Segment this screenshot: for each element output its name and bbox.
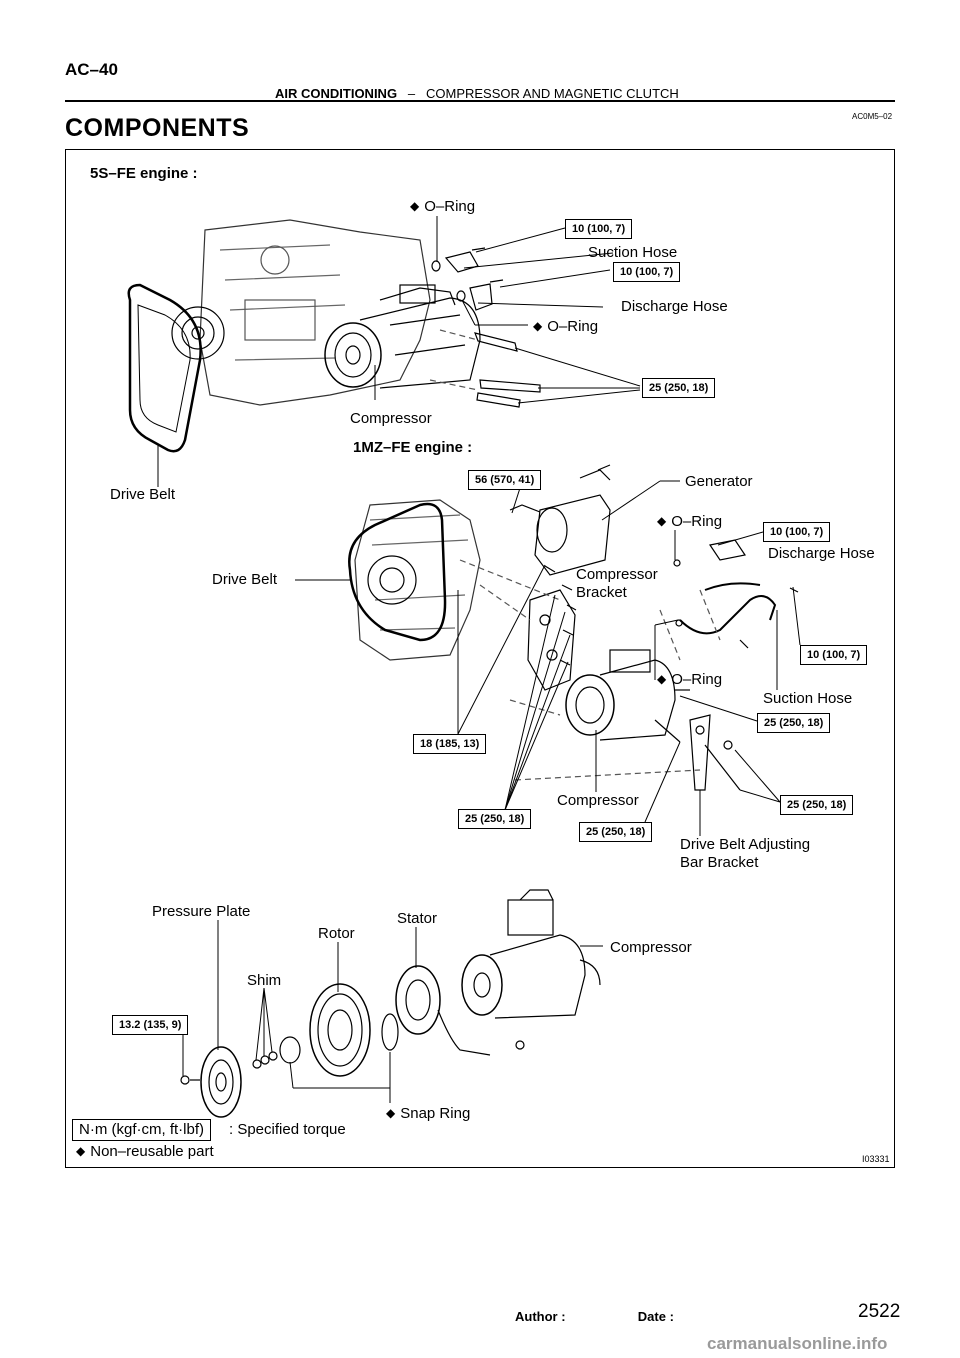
- section-main: AIR CONDITIONING: [275, 86, 398, 101]
- reference-code: AC0M5–02: [852, 112, 893, 121]
- drive-belt-label-2: Drive Belt: [212, 571, 278, 588]
- compressor-bracket-label-line1: Compressor: [576, 566, 658, 583]
- watermark: carmanualsonline.info: [707, 1334, 888, 1353]
- header-rule: [65, 100, 895, 102]
- torque-badge-18-185-13: 18 (185, 13): [413, 734, 487, 754]
- date-label: Date :: [637, 1309, 674, 1324]
- torque-badge-25-250-18-c: 25 (250, 18): [780, 795, 854, 815]
- specified-torque-legend: : Specified torque: [229, 1121, 346, 1138]
- suction-hose-label-2: Suction Hose: [763, 690, 853, 707]
- figure-code: I03331: [862, 1154, 890, 1164]
- compressor-bracket-label-line2: Bracket: [576, 584, 627, 601]
- compressor-label-3: Compressor: [610, 939, 692, 956]
- non-reusable-diamond-icon: ◆: [410, 199, 420, 213]
- engine-5s-drawing: [127, 219, 431, 453]
- section-separator: –: [407, 86, 416, 101]
- engine-1mzfe-heading: 1MZ–FE engine :: [353, 439, 473, 456]
- torque-badge-56-570-41: 56 (570, 41): [468, 470, 542, 490]
- discharge-hose-label-1: Discharge Hose: [621, 298, 728, 315]
- non-reusable-diamond-icon: ◆: [76, 1144, 86, 1158]
- discharge-hose-label-2: Discharge Hose: [768, 545, 875, 562]
- drive-belt-label-1: Drive Belt: [110, 486, 176, 503]
- adjusting-bar-label-line2: Bar Bracket: [680, 854, 759, 871]
- figure-frame: [65, 149, 895, 1168]
- suction-hose-label-1: Suction Hose: [588, 244, 678, 261]
- footer-author-date: Author : Date :: [515, 1309, 674, 1324]
- generator-label: Generator: [685, 473, 753, 490]
- torque-badge-13-2-135-9: 13.2 (135, 9): [112, 1015, 189, 1035]
- torque-badge-25-250-18-a: 25 (250, 18): [642, 378, 716, 398]
- o-ring-label-4: ◆O–Ring: [657, 671, 723, 688]
- torque-badge-25-250-18-b: 25 (250, 18): [757, 713, 831, 733]
- torque-badge-10-100-7-a: 10 (100, 7): [565, 219, 633, 239]
- o-ring-label-1: ◆O–Ring: [410, 198, 476, 215]
- clutch-exploded-drawing: [180, 889, 601, 1118]
- engine-1mz-drawing: [348, 464, 799, 791]
- rotor-label: Rotor: [318, 925, 355, 942]
- o-ring-label-3: ◆O–Ring: [657, 513, 723, 530]
- torque-badge-10-100-7-d: 10 (100, 7): [800, 645, 868, 665]
- torque-badge-25-250-18-e: 25 (250, 18): [579, 822, 653, 842]
- o-ring-label-2: ◆O–Ring: [533, 318, 599, 335]
- non-reusable-diamond-icon: ◆: [533, 319, 543, 333]
- snap-ring-label: ◆Snap Ring: [386, 1105, 471, 1122]
- non-reusable-legend: ◆Non–reusable part: [76, 1143, 214, 1160]
- page-code: AC–40: [65, 60, 118, 79]
- compressor-label-1: Compressor: [350, 410, 432, 427]
- section-title: AIR CONDITIONING – COMPRESSOR AND MAGNET…: [275, 86, 679, 101]
- non-reusable-diamond-icon: ◆: [657, 672, 667, 686]
- torque-unit-legend-box: N·m (kgf·cm, ft·lbf): [72, 1119, 211, 1141]
- section-sub: COMPRESSOR AND MAGNETIC CLUTCH: [425, 86, 679, 101]
- torque-badge-10-100-7-b: 10 (100, 7): [613, 262, 681, 282]
- compressor-label-2: Compressor: [557, 792, 639, 809]
- compressor-5s-drawing: [324, 247, 541, 408]
- stator-label: Stator: [397, 910, 438, 927]
- author-label: Author :: [515, 1309, 566, 1324]
- non-reusable-diamond-icon: ◆: [386, 1106, 396, 1120]
- leader-lines: [157, 216, 801, 1103]
- shim-label: Shim: [247, 972, 282, 989]
- adjusting-bar-label-line1: Drive Belt Adjusting: [680, 836, 811, 853]
- non-reusable-diamond-icon: ◆: [657, 514, 667, 528]
- page-title: COMPONENTS: [65, 114, 250, 142]
- page-number: 2522: [858, 1301, 901, 1322]
- pressure-plate-label: Pressure Plate: [152, 903, 251, 920]
- torque-badge-25-250-18-d: 25 (250, 18): [458, 809, 532, 829]
- torque-badge-10-100-7-c: 10 (100, 7): [763, 522, 831, 542]
- engine-5sfe-heading: 5S–FE engine :: [90, 165, 198, 182]
